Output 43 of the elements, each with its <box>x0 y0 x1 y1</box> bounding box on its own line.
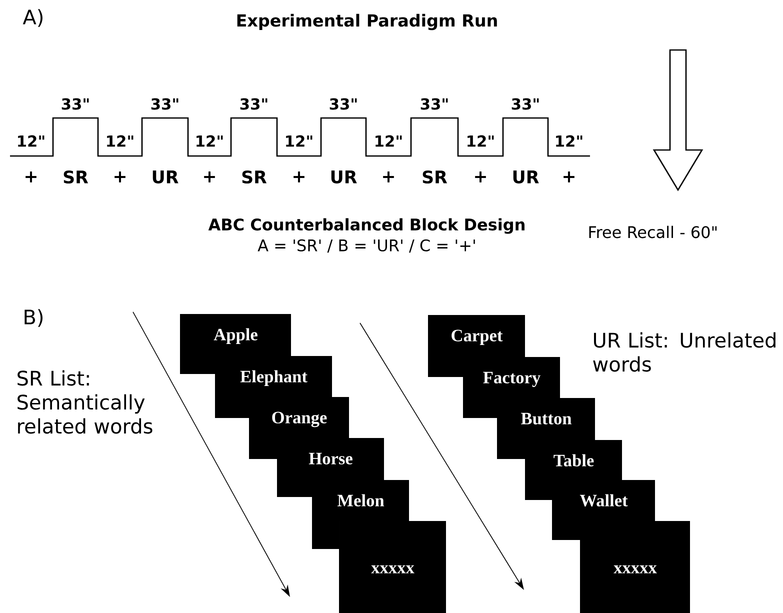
block-label: UR <box>152 170 178 184</box>
word-card: xxxxx <box>339 521 446 613</box>
design-legend: A = 'SR' / B = 'UR' / C = '+' <box>258 239 475 253</box>
block-label: + <box>114 172 126 182</box>
block-label: + <box>204 172 215 182</box>
duration-label: 33" <box>420 98 448 110</box>
block-label: SR <box>242 170 267 184</box>
duration-label: 33" <box>512 98 539 110</box>
duration-label: 12" <box>286 135 312 147</box>
duration-label: 12" <box>468 135 494 147</box>
word-card: xxxxx <box>580 521 690 613</box>
block-label: + <box>294 172 304 182</box>
node-label: Apple <box>214 328 258 344</box>
section-label: A) <box>22 9 42 27</box>
node-label: Melon <box>337 494 384 506</box>
list-label: SR List: Semantically related words <box>18 370 152 434</box>
block-label: + <box>475 172 486 182</box>
block-label: SR <box>64 170 88 184</box>
section-label: B) <box>24 309 43 327</box>
title: Experimental Paradigm Run <box>237 14 497 30</box>
node-label: Carpet <box>452 330 503 345</box>
block-label: + <box>26 172 36 182</box>
node-label: xxxxx <box>371 565 414 574</box>
word-card: Melon <box>312 480 409 549</box>
duration-label: 33" <box>62 98 89 110</box>
list-label: UR List: Unrelated words <box>593 332 776 372</box>
node-label: xxxxx <box>614 565 657 574</box>
duration-label: 12" <box>18 135 44 147</box>
block-label: + <box>383 172 394 182</box>
block-label: UR <box>513 170 539 184</box>
word-card: Wallet <box>552 480 655 540</box>
duration-label: 33" <box>240 98 268 110</box>
recall-label: Free Recall - 60" <box>589 226 717 238</box>
duration-label: 12" <box>556 135 582 147</box>
duration-label: 12" <box>376 135 402 147</box>
duration-label: 33" <box>151 98 178 110</box>
block-label: + <box>564 172 574 182</box>
block-label: UR <box>331 170 357 184</box>
design-heading: ABC Counterbalanced Block Design <box>208 218 524 234</box>
block-label: SR <box>422 170 448 184</box>
duration-label: 12" <box>196 135 223 147</box>
duration-label: 33" <box>330 98 357 110</box>
duration-label: 12" <box>107 135 134 147</box>
